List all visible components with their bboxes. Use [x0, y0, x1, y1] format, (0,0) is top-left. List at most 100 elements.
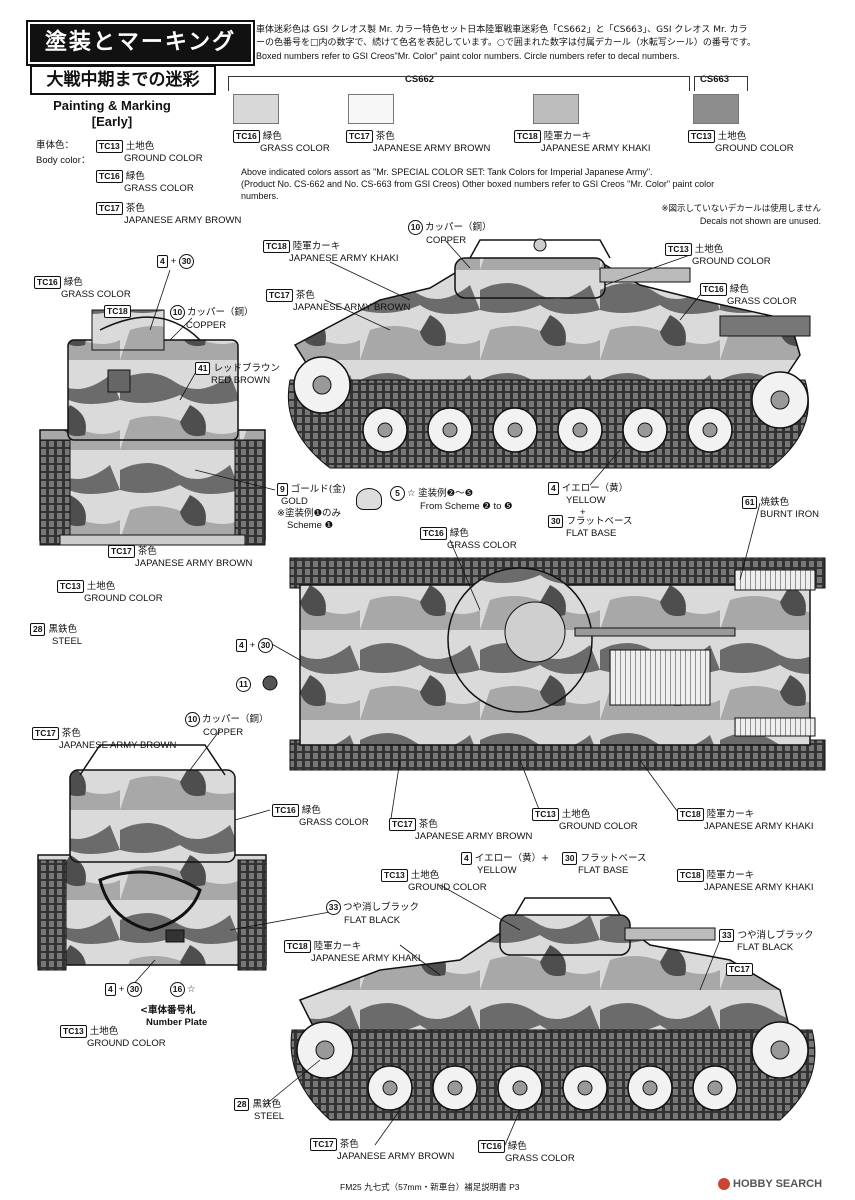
callout-jp: つや消しブラック [737, 930, 814, 942]
unused-note-jp: ※図示していないデカールは使用しません [661, 204, 821, 214]
paint-code-box: TC13 [532, 808, 559, 821]
callout-jp: 黒鉄色 [48, 624, 77, 636]
brand-watermark: HOBBY SEARCH [718, 1178, 822, 1191]
paint-code-box: TC16 [420, 527, 447, 540]
callout-jp: 陸軍カーキ [292, 241, 341, 253]
callout-front-tc18: TC18 [104, 305, 134, 318]
callout-en: FLAT BASE [566, 528, 617, 540]
paint-code-box: TC18 [284, 940, 311, 953]
callout-en: GROUND COLOR [559, 821, 638, 833]
callout-jp: 茶色 [295, 290, 315, 302]
callout-en: COPPER [426, 235, 467, 246]
callout-en: GRASS COLOR [505, 1153, 575, 1165]
paint-code-box: TC16 [478, 1140, 505, 1153]
callout-jp: 焼鉄色 [760, 497, 789, 509]
paint-code-box: TC17 [32, 727, 59, 740]
color-name-jp: 緑色 [125, 171, 145, 183]
paint-code-box: TC16 [272, 804, 299, 817]
callout-jp: 土地色 [89, 1026, 119, 1038]
paint-code-box: TC17 [108, 545, 135, 558]
callout-jp: 塗装例❷〜❺ [418, 488, 474, 500]
callout-en: STEEL [52, 636, 83, 648]
decal-number: 11 [236, 677, 251, 692]
callout-jp: ゴールド(金) [290, 484, 346, 496]
callout-bot-tc17: TC17 [726, 963, 756, 976]
paint-code-box: 4 [157, 255, 168, 268]
brand-icon [718, 1178, 730, 1191]
unused-note-en: Decals not shown are unused. [699, 216, 821, 226]
paint-code-box: 4 [548, 482, 559, 495]
paint-code-box: TC17 [389, 818, 416, 831]
page-subtitle: 大戦中期までの迷彩 [30, 65, 216, 95]
color-name-en: JAPANESE ARMY BROWN [124, 215, 242, 227]
callout-jp: 緑色 [729, 284, 749, 296]
callout-jp: 土地色 [694, 244, 724, 256]
callout-jp: 緑色 [449, 528, 469, 540]
decal-number: 10 [185, 712, 200, 727]
callout-en: GROUND COLOR [84, 593, 163, 605]
paint-code-box: 4 [461, 852, 472, 865]
set-label-cs662: CS662 [405, 74, 435, 85]
callout-rear-plate-decal: 16☆ [170, 982, 196, 997]
callout-en: JAPANESE ARMY KHAKI [311, 953, 421, 965]
paint-code-box: 33 [719, 929, 735, 942]
callout-jp: 土地色 [410, 870, 440, 882]
intro-jp-2: ーの色番号を□内の数字で、続けて色名を表記しています。○で囲まれた数字は付属デカ… [256, 38, 756, 48]
callout-en: FLAT BASE [578, 865, 629, 877]
callout-en: GROUND COLOR [408, 882, 487, 894]
callout-en: JAPANESE ARMY BROWN [135, 558, 253, 570]
callout-en: BURNT IRON [760, 509, 819, 521]
callout-plus: + [580, 507, 586, 519]
callout-jp: 緑色 [63, 277, 83, 289]
callout-jp: 陸軍カーキ [706, 809, 755, 821]
paint-code-box: TC13 [96, 140, 123, 153]
callout-jp: カッパー（銅） [202, 714, 269, 726]
callout-jp: 茶色 [137, 546, 157, 558]
leader-lines [129, 239, 761, 1146]
side-view-lower [290, 897, 816, 1121]
callout-en: Number Plate [146, 1017, 208, 1028]
paint-code-box: TC17 [266, 289, 293, 302]
paint-code-box: TC13 [665, 243, 692, 256]
callout-en: STEEL [254, 1111, 285, 1123]
color-name-en: GRASS COLOR [260, 143, 330, 155]
decal-number: 10 [408, 220, 423, 235]
color-name-jp: 茶色 [375, 131, 395, 143]
callout-en: JAPANESE ARMY BROWN [293, 302, 411, 314]
color-swatch [693, 94, 739, 124]
assort-line-2: (Product No. CS-662 and No. CS-663 from … [241, 179, 715, 189]
set-bracket-cs663 [694, 76, 748, 91]
body-color-label-jp: 車体色： [36, 140, 75, 151]
callout-top-decal2: 11 [236, 677, 253, 692]
decal-number: 30 [257, 638, 273, 653]
callout-jp: レッドブラウン [213, 363, 280, 375]
callout-jp: 茶色 [61, 728, 81, 740]
paint-code-box: TC13 [57, 580, 84, 593]
color-name-jp: 土地色 [125, 141, 155, 153]
callout-en: JAPANESE ARMY BROWN [337, 1151, 455, 1163]
paint-code-box: TC18 [104, 305, 131, 318]
color-swatch [533, 94, 579, 124]
paint-code-box: 61 [742, 496, 758, 509]
